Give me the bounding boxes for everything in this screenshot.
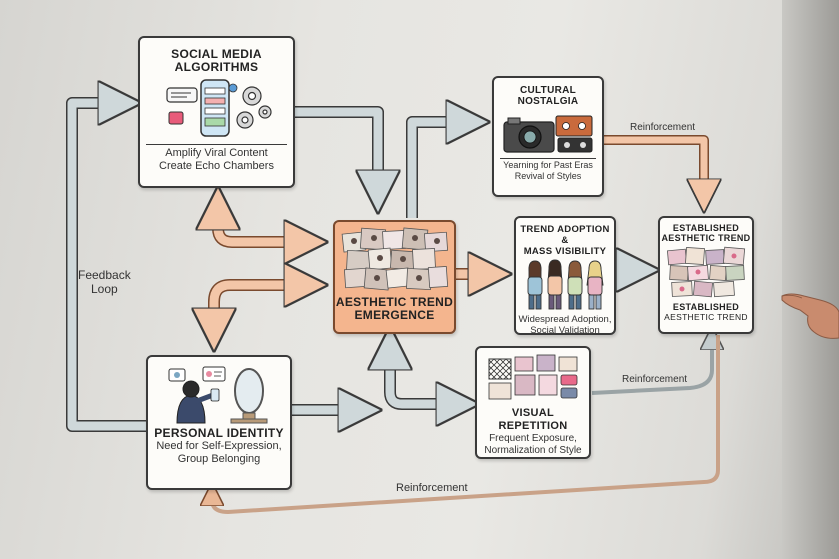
- nostalgia-divider: [500, 158, 596, 159]
- social-to-emergence-arrow: [292, 106, 384, 192]
- person-mirror-icon: [168, 366, 268, 424]
- node-social-media-algorithms: SOCIAL MEDIA ALGORITHMS Amplify Viral Co…: [138, 36, 295, 188]
- nostalgia-to-established-arrow: [602, 135, 709, 196]
- feedback-label-line-1: Feedback: [78, 268, 131, 282]
- pointing-hand-icon: [781, 293, 839, 339]
- node-trend-adoption: TREND ADOPTION & MASS VISIBILITY Widespr…: [514, 216, 616, 336]
- identity-title: PERSONAL IDENTITY: [154, 426, 284, 440]
- emergence-title-line-1: AESTHETIC TREND: [335, 295, 454, 309]
- social-divider: [146, 144, 287, 145]
- nostalgia-title-line-1: CULTURAL: [519, 85, 577, 96]
- repetition-to-established-arrow: [591, 338, 712, 395]
- node-cultural-nostalgia: CULTURAL NOSTALGIA Yearning for Past Era…: [492, 76, 604, 197]
- photo-collage-icon: [341, 227, 448, 291]
- camera-cassette-icon: [503, 115, 593, 153]
- group-of-people-icon: [527, 259, 604, 310]
- adoption-desc-line-2: Social Validation: [530, 325, 600, 336]
- established-bottom-title-line-2: AESTHETIC TREND: [664, 312, 748, 322]
- emergence-to-nostalgia-arrow: [406, 116, 468, 218]
- adoption-title-line-1: TREND ADOPTION &: [520, 224, 610, 246]
- node-aesthetic-trend-emergence: AESTHETIC TREND EMERGENCE: [333, 220, 456, 334]
- adoption-title-line-2: MASS VISIBILITY: [523, 246, 607, 257]
- repetition-desc-line-2: Normalization of Style: [484, 445, 582, 456]
- emergence-title-line-2: EMERGENCE: [354, 308, 435, 322]
- identity-desc-line-1: Need for Self-Expression,: [156, 440, 282, 452]
- feedback-label-line-2: Loop: [91, 282, 118, 296]
- feedback-loop-label: Feedback Loop: [78, 268, 131, 296]
- nostalgia-title-line-2: NOSTALGIA: [517, 96, 579, 107]
- social-desc-line-1: Amplify Viral Content: [165, 147, 268, 159]
- established-bottom-title-line-1: ESTABLISHED: [672, 302, 740, 312]
- established-top-title-line-1: ESTABLISHED: [672, 223, 740, 233]
- identity-desc-line-2: Group Belonging: [177, 453, 261, 465]
- social-title-line-1: SOCIAL MEDIA: [171, 47, 262, 61]
- reinforcement-label-mid: Reinforcement: [622, 374, 688, 385]
- repetition-title: VISUAL REPETITION: [498, 407, 568, 432]
- nostalgia-desc-line-2: Revival of Styles: [514, 171, 582, 181]
- social-title-line-2: ALGORITHMS: [174, 60, 259, 74]
- node-established-aesthetic-trend: ESTABLISHED AESTHETIC TREND ESTABLISHED …: [658, 216, 754, 334]
- emergence-to-social-arrow: [212, 208, 318, 248]
- node-visual-repetition: VISUAL REPETITION Frequent Exposure, Nor…: [475, 346, 591, 459]
- nostalgia-desc-line-1: Yearning for Past Eras: [503, 160, 593, 170]
- emergence-to-repetition-arrow: [384, 342, 458, 410]
- wall-edge: [782, 0, 839, 559]
- moodboard-icon: [666, 246, 746, 298]
- repetition-desc-line-1: Frequent Exposure,: [489, 433, 577, 444]
- node-personal-identity: PERSONAL IDENTITY Need for Self-Expressi…: [146, 355, 292, 490]
- social-desc-line-2: Create Echo Chambers: [159, 160, 274, 172]
- patterned-posts-icon: [488, 354, 578, 400]
- smartphone-gears-icon: [165, 79, 272, 137]
- reinforcement-label-top: Reinforcement: [630, 122, 696, 133]
- bottom-reinforcement-arrow: [212, 335, 720, 514]
- emergence-to-identity-arrow: [208, 279, 318, 330]
- reinforcement-label-bottom: Reinforcement: [396, 482, 468, 494]
- established-top-title-line-2: AESTHETIC TREND: [661, 233, 751, 243]
- adoption-desc-line-1: Widespread Adoption,: [518, 314, 612, 325]
